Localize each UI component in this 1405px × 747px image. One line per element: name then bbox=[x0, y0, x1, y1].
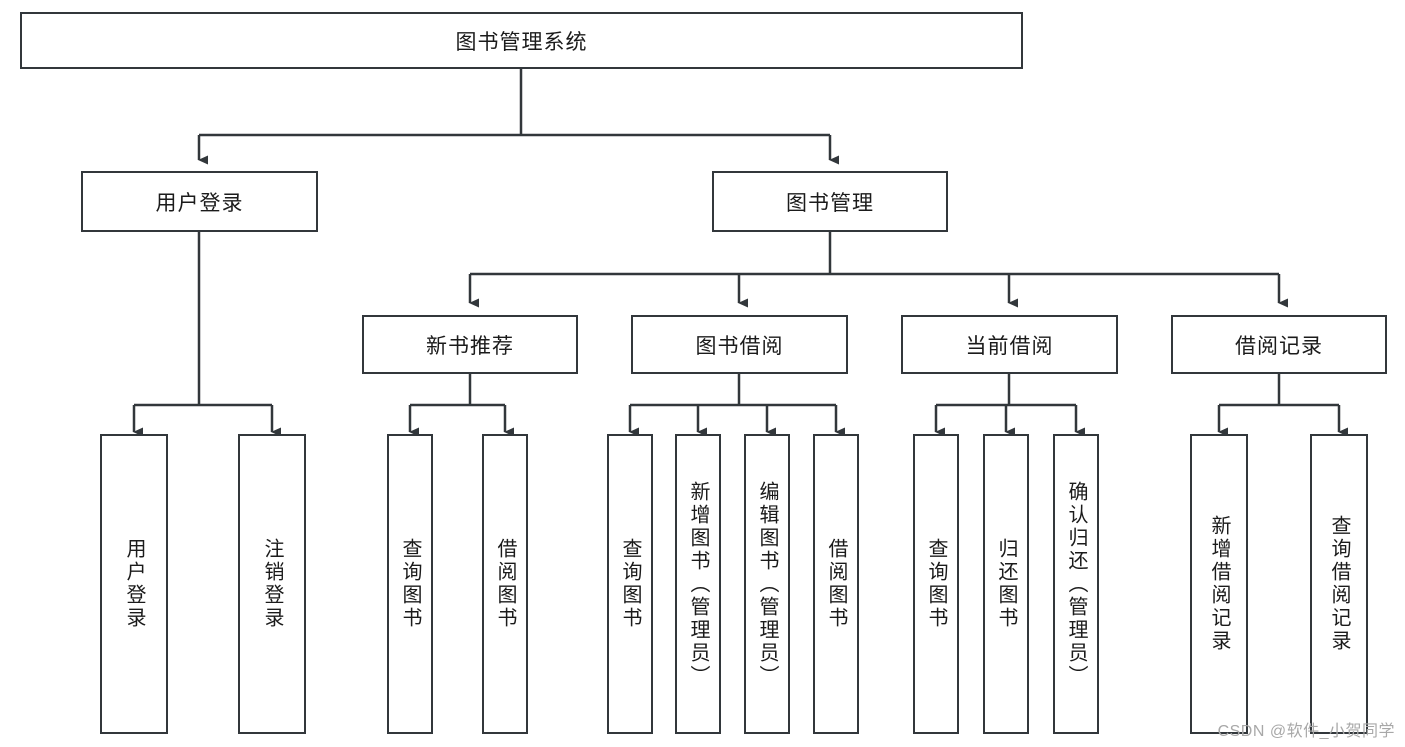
node-label: 确认归还（管理员） bbox=[1065, 480, 1087, 688]
leaf-edit-book-admin[interactable]: 编辑图书（管理员） bbox=[744, 434, 790, 734]
node-label: 编辑图书（管理员） bbox=[756, 480, 778, 688]
node-label: 查询图书 bbox=[925, 538, 947, 630]
node-label: 图书管理 bbox=[786, 191, 874, 215]
node-label: 当前借阅 bbox=[965, 334, 1054, 358]
node-label: 注销登录 bbox=[261, 538, 283, 630]
leaf-query-book-borrowing[interactable]: 查询图书 bbox=[607, 434, 653, 734]
node-label: 归还图书 bbox=[995, 538, 1017, 630]
node-book-borrowing[interactable]: 图书借阅 bbox=[631, 315, 848, 374]
leaf-query-book-newbook[interactable]: 查询图书 bbox=[387, 434, 433, 734]
node-borrowing-record[interactable]: 借阅记录 bbox=[1171, 315, 1387, 374]
node-label: 图书管理系统 bbox=[455, 30, 588, 54]
leaf-add-borrowing-record[interactable]: 新增借阅记录 bbox=[1190, 434, 1248, 734]
node-label: 新增图书（管理员） bbox=[687, 480, 709, 688]
node-label: 借阅图书 bbox=[825, 538, 847, 630]
node-label: 查询图书 bbox=[399, 538, 421, 630]
leaf-add-book-admin[interactable]: 新增图书（管理员） bbox=[675, 434, 721, 734]
node-label: 用户登录 bbox=[123, 538, 145, 630]
leaf-confirm-return-admin[interactable]: 确认归还（管理员） bbox=[1053, 434, 1099, 734]
node-label: 查询图书 bbox=[619, 538, 641, 630]
node-label: 查询借阅记录 bbox=[1328, 515, 1350, 653]
node-new-book-recommendation[interactable]: 新书推荐 bbox=[362, 315, 578, 374]
node-label: 新增借阅记录 bbox=[1208, 515, 1230, 653]
leaf-query-book-current[interactable]: 查询图书 bbox=[913, 434, 959, 734]
leaf-borrow-book-borrowing[interactable]: 借阅图书 bbox=[813, 434, 859, 734]
leaf-borrow-book-newbook[interactable]: 借阅图书 bbox=[482, 434, 528, 734]
leaf-query-borrowing-record[interactable]: 查询借阅记录 bbox=[1310, 434, 1368, 734]
node-label: 借阅记录 bbox=[1235, 334, 1323, 358]
node-label: 图书借阅 bbox=[695, 334, 784, 358]
watermark: CSDN @软件_小贺同学 bbox=[1217, 723, 1395, 740]
leaf-return-book[interactable]: 归还图书 bbox=[983, 434, 1029, 734]
node-user-login[interactable]: 用户登录 bbox=[81, 171, 318, 232]
leaf-user-login[interactable]: 用户登录 bbox=[100, 434, 168, 734]
node-root-book-management-system[interactable]: 图书管理系统 bbox=[20, 12, 1023, 69]
node-current-borrowing[interactable]: 当前借阅 bbox=[901, 315, 1118, 374]
node-label: 借阅图书 bbox=[494, 538, 516, 630]
node-label: 新书推荐 bbox=[426, 334, 514, 358]
leaf-logout[interactable]: 注销登录 bbox=[238, 434, 306, 734]
node-label: 用户登录 bbox=[155, 191, 244, 215]
node-book-management[interactable]: 图书管理 bbox=[712, 171, 948, 232]
